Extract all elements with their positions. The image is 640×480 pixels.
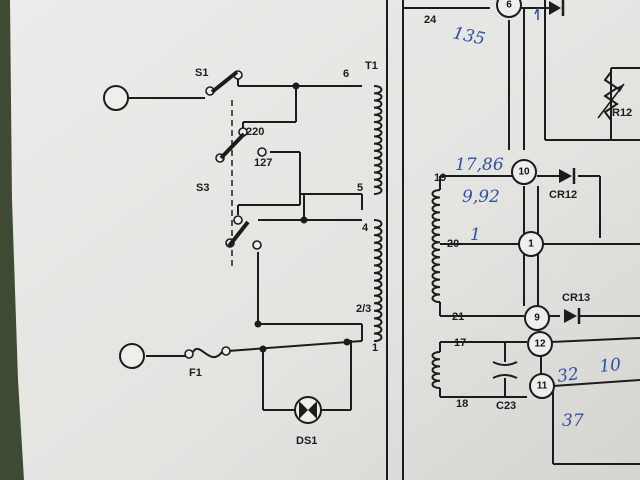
diode-cr12: [559, 168, 576, 184]
paper-sheet: [10, 0, 640, 480]
handwritten-note-17-86: 17,86: [455, 155, 504, 175]
connector-node-1: 1: [518, 231, 544, 257]
diode-cr13: [564, 308, 581, 324]
pin-label-2-3: 2/3: [356, 303, 371, 315]
pin-label-19: 19: [434, 172, 446, 184]
label-220: 220: [246, 126, 264, 138]
connector-node-9: 9: [524, 305, 550, 331]
handwritten-mark: [534, 7, 539, 20]
label-s3: S3: [196, 182, 209, 194]
wiring: [128, 0, 640, 480]
fuse-terminal-left: [184, 349, 194, 359]
handwritten-note-37: 37: [562, 411, 584, 431]
pin-label-4: 4: [362, 222, 369, 234]
handwritten-note-9-92: 9,92: [462, 187, 500, 207]
svg-text:11: 11: [537, 381, 548, 392]
handwritten-note-10: 10: [598, 355, 622, 377]
svg-text:12: 12: [534, 339, 546, 350]
label-f1: F1: [189, 367, 202, 379]
label-r12: R12: [612, 107, 632, 119]
fuse-terminal-right: [221, 346, 231, 356]
transformer-primary-coils: [373, 85, 383, 342]
variable-resistor-r12: [597, 71, 625, 121]
label-ds1: DS1: [296, 435, 317, 447]
pin-label-18: 18: [456, 398, 468, 410]
switch-s1: [205, 70, 243, 96]
pin-label-1: 1: [372, 342, 378, 354]
connector-node-10: 10: [511, 159, 537, 185]
label-127: 127: [254, 157, 272, 169]
pin-label-5: 5: [357, 182, 363, 194]
label-s1: S1: [195, 67, 208, 79]
svg-text:6: 6: [506, 0, 512, 11]
svg-text:1: 1: [528, 239, 534, 250]
connector-node-11: 11: [529, 373, 555, 399]
input-terminal-bottom: [119, 343, 145, 369]
label-cr13: CR13: [562, 292, 590, 304]
transformer-secondary-coils: [431, 189, 441, 389]
pin-label-21: 21: [452, 311, 464, 323]
connector-node-6: 6: [496, 0, 522, 18]
pin-label-6: 6: [343, 68, 349, 80]
label-c23: C23: [496, 400, 516, 412]
pin-label-20: 20: [447, 238, 459, 250]
svg-text:10: 10: [518, 167, 530, 178]
connector-node-12: 12: [527, 331, 553, 357]
label-t1: T1: [365, 60, 378, 72]
handwritten-note-32: 32: [556, 364, 580, 387]
handwritten-note-1: 1: [470, 225, 481, 245]
lamp-ds1: [294, 396, 322, 424]
junction-dots: [254, 82, 351, 353]
input-terminal-top: [103, 85, 129, 111]
switch-s3-lower: [225, 215, 262, 250]
label-cr12: CR12: [549, 189, 577, 201]
svg-text:9: 9: [534, 313, 540, 324]
pin-label-17: 17: [454, 337, 466, 349]
pin-label-24: 24: [424, 14, 437, 26]
diode-top: [549, 0, 565, 16]
